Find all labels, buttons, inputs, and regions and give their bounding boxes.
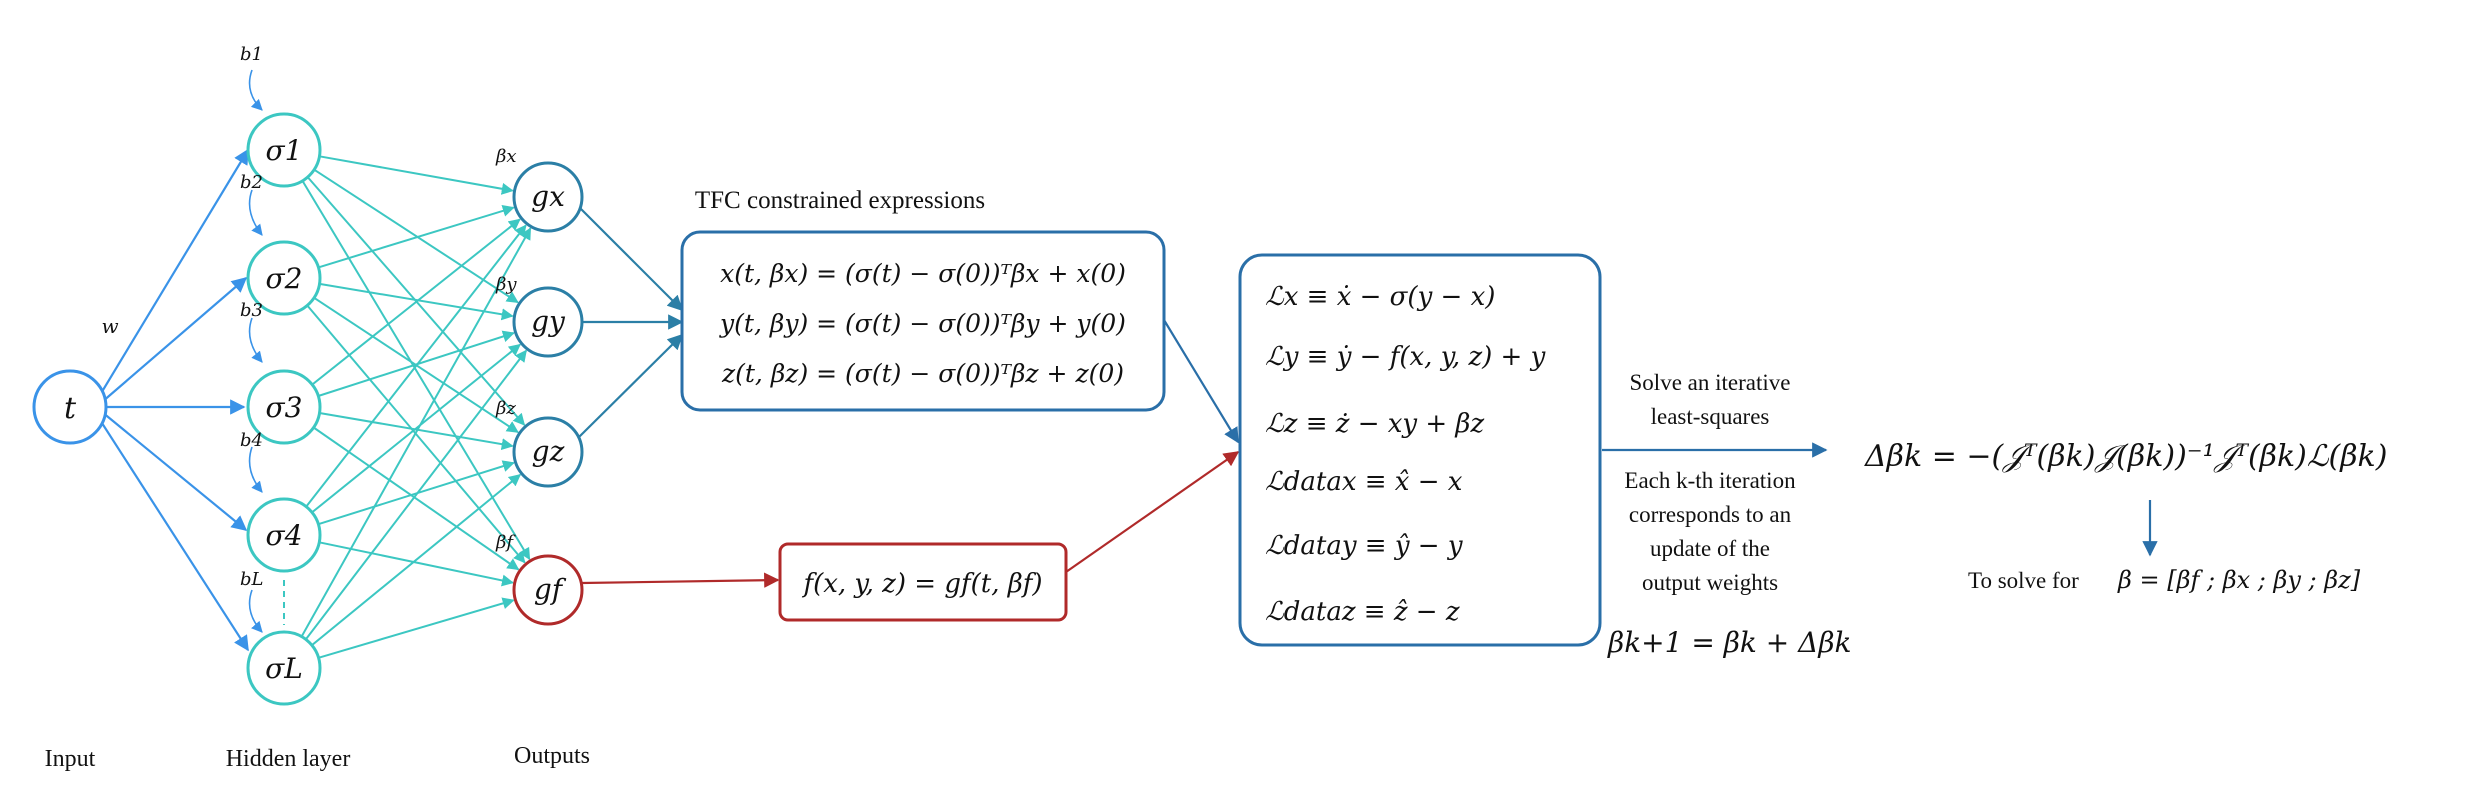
tfc-title: TFC constrained expressions [695, 187, 985, 214]
force-equation: f(x, y, z) = gf(t, βf) [801, 569, 1042, 599]
bias-label-1: b1 [240, 44, 263, 65]
loss-eq-dataz: ℒdataz ≡ ẑ − z [1265, 597, 1460, 627]
beta-label-y: βy [495, 274, 517, 295]
edge-h1-o2 [313, 168, 519, 304]
bias-label-L: bL [240, 569, 263, 590]
caption-outputs: Outputs [514, 743, 590, 769]
tfc-eq-x: x(t, βx) = (σ(t) − σ(0))ᵀβx + x(0) [720, 259, 1126, 288]
loss-eq-datay: ℒdatay ≡ ŷ − y [1265, 531, 1463, 561]
hidden-node-3-label: σ3 [266, 391, 303, 424]
weight-label: w [101, 314, 118, 338]
tfc-to-loss-edge [1163, 319, 1239, 444]
input-hidden-edges [99, 148, 249, 652]
hidden-node-L [246, 630, 322, 706]
delta-equation: Δβk = −(𝒥ᵀ(βk)𝒥(βk))⁻¹𝒥ᵀ(βk)ℒ(βk) [1864, 439, 2387, 474]
output-node-gf-label: gf [534, 573, 567, 606]
edge-h5-o2 [305, 349, 527, 641]
hidden-output-edges [300, 155, 532, 659]
edge-h2-o2 [319, 282, 514, 321]
solve-for-vector: β = [βf ; βx ; βy ; βz] [2117, 566, 2361, 594]
edge-h5-o4 [318, 597, 515, 659]
output-node-gx [512, 161, 584, 233]
loss-equations: ℒx ≡ ẋ − σ(y − x) ℒy ≡ ẏ − f(x, y, z) + … [1265, 282, 1546, 627]
solver-labels: Solve an iterative least-squares Each k-… [1624, 370, 1796, 595]
output-node-gf [512, 554, 584, 626]
hidden-node-4 [246, 497, 322, 573]
output-node-gx-label: gx [531, 180, 565, 213]
loss-eq-datax: ℒdatax ≡ x̂ − x [1265, 467, 1463, 497]
hidden-node-3 [246, 369, 322, 445]
solver-note-4: output weights [1642, 570, 1778, 595]
solve-for-label: To solve for [1968, 568, 2079, 593]
hidden-node-2-label: σ2 [266, 262, 303, 295]
edge-h4-o2 [311, 343, 521, 514]
hidden-node-4-label: σ4 [266, 519, 303, 552]
hidden-node-1-label: σ1 [266, 134, 303, 167]
hidden-node-2 [246, 240, 322, 316]
input-node-label: t [64, 391, 77, 426]
tfc-eq-z: z(t, βz) = (σ(t) − σ(0))ᵀβz + z(0) [721, 359, 1124, 388]
hidden-node-L-label: σL [265, 652, 303, 685]
force-box [778, 542, 1068, 622]
bias-arrows [248, 69, 263, 633]
caption-input: Input [45, 746, 96, 772]
loss-eq-x: ℒx ≡ ẋ − σ(y − x) [1265, 282, 1495, 312]
loss-eq-z: ℒz ≡ ż − xy + βz [1265, 409, 1484, 439]
tfc-eq-y: y(t, βy) = (σ(t) − σ(0))ᵀβy + y(0) [719, 309, 1126, 338]
output-node-gz-label: gz [532, 435, 565, 468]
tfc-equations: x(t, βx) = (σ(t) − σ(0))ᵀβx + x(0) y(t, … [719, 259, 1126, 388]
output-layer: gx gy gz gf [512, 161, 584, 626]
beta-label-f: βf [495, 532, 516, 553]
layer-captions: Input Hidden layer Outputs [45, 743, 590, 772]
outputs-to-tfc-edges [577, 207, 684, 439]
edge-h3-o1 [311, 218, 521, 386]
bias-label-2: b2 [240, 172, 263, 193]
bias-labels: b1 b2 b3 b4 bL [240, 44, 263, 590]
output-node-gz [512, 416, 584, 488]
caption-hidden: Hidden layer [226, 746, 351, 772]
hidden-layer: σ1 σ2 σ3 σ4 σL [246, 112, 322, 706]
edge-h5-o1 [300, 227, 532, 638]
bias-label-4: b4 [240, 430, 263, 451]
solver-note-3: update of the [1650, 536, 1770, 561]
output-node-gy-label: gy [531, 305, 566, 338]
bias-label-3: b3 [240, 300, 263, 321]
solver-note-1: Each k-th iteration [1624, 468, 1796, 493]
solver-label-2: least-squares [1651, 404, 1770, 429]
edge-h1-o4 [301, 180, 531, 561]
loss-box [1238, 253, 1602, 647]
force-to-loss-edge [1065, 451, 1240, 573]
edge-h4-o4 [318, 541, 514, 587]
beta-label-z: βz [495, 398, 516, 419]
gf-to-force-edge [581, 572, 780, 588]
input-node [32, 369, 108, 445]
edge-h5-o3 [311, 474, 522, 646]
edge-h3-o4 [313, 426, 520, 571]
beta-label-x: βx [495, 146, 517, 167]
edge-h2-o1 [318, 205, 515, 269]
edge-h1-o1 [319, 155, 514, 195]
solver-note-2: corresponds to an [1629, 502, 1792, 527]
loss-eq-y: ℒy ≡ ẏ − f(x, y, z) + y [1265, 342, 1546, 372]
hidden-node-1 [246, 112, 322, 188]
beta-labels: βx βy βz βf [495, 146, 517, 553]
update-equation: βk+1 = βk + Δβk [1607, 626, 1851, 659]
edge-h4-o1 [305, 224, 527, 508]
solver-label-1: Solve an iterative [1630, 370, 1791, 395]
